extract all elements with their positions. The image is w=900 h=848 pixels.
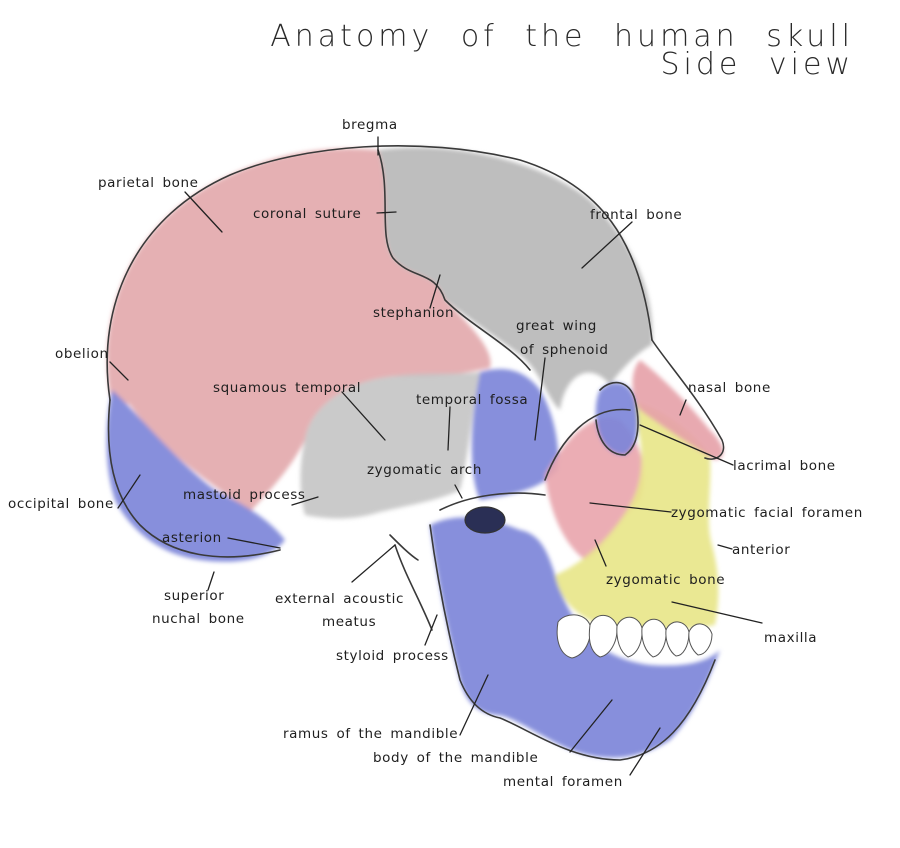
label-frontal-bone: frontal bone xyxy=(590,207,683,223)
label-lacrimal-bone: lacrimal bone xyxy=(733,458,836,474)
parietal-bone-region xyxy=(107,148,491,512)
label-occipital-bone: occipital bone xyxy=(8,496,114,512)
label-parietal-bone: parietal bone xyxy=(98,175,199,191)
label-coronal-suture: coronal suture xyxy=(253,206,362,222)
nasal-bone-region xyxy=(632,360,724,460)
teeth xyxy=(556,614,713,659)
sphenoid-region xyxy=(471,369,559,500)
label-stephanion: stephanion xyxy=(373,305,455,321)
label-great-wing-2: of sphenoid xyxy=(520,342,609,358)
page-subtitle: Side view xyxy=(660,47,854,82)
label-temporal-fossa: temporal fossa xyxy=(416,392,529,408)
label-maxilla: maxilla xyxy=(764,630,818,646)
maxilla-region xyxy=(555,400,719,630)
label-meatus: meatus xyxy=(322,614,377,630)
label-zygomatic-arch: zygomatic arch xyxy=(367,462,482,478)
label-asterion: asterion xyxy=(162,530,222,546)
label-great-wing-1: great wing xyxy=(516,318,597,334)
page-title: Anatomy of the human skull xyxy=(270,19,854,54)
ear-opening xyxy=(464,506,506,534)
label-obelion: obelion xyxy=(55,346,109,362)
leader-lines xyxy=(109,136,763,776)
label-ramus-of-mandible: ramus of the mandible xyxy=(283,726,459,742)
orbit-region xyxy=(595,382,638,455)
label-squamous-temporal: squamous temporal xyxy=(213,380,362,396)
label-bregma: bregma xyxy=(342,117,398,133)
occipital-bone-region xyxy=(106,390,286,562)
label-styloid-process: styloid process xyxy=(336,648,449,664)
frontal-bone-region xyxy=(378,147,653,410)
label-nuchal-bone: nuchal bone xyxy=(152,611,245,627)
temporal-bone-region xyxy=(300,372,480,519)
label-superior: superior xyxy=(164,588,225,604)
label-mental-foramen: mental foramen xyxy=(503,774,623,790)
label-nasal-bone: nasal bone xyxy=(688,380,771,396)
label-zygomatic-facial-foramen: zygomatic facial foramen xyxy=(671,505,863,521)
label-mastoid-process: mastoid process xyxy=(183,487,306,503)
label-zygomatic-bone: zygomatic bone xyxy=(606,572,726,588)
label-external-acoustic: external acoustic xyxy=(275,591,405,607)
label-anterior: anterior xyxy=(732,542,791,558)
label-body-of-mandible: body of the mandible xyxy=(373,750,539,766)
